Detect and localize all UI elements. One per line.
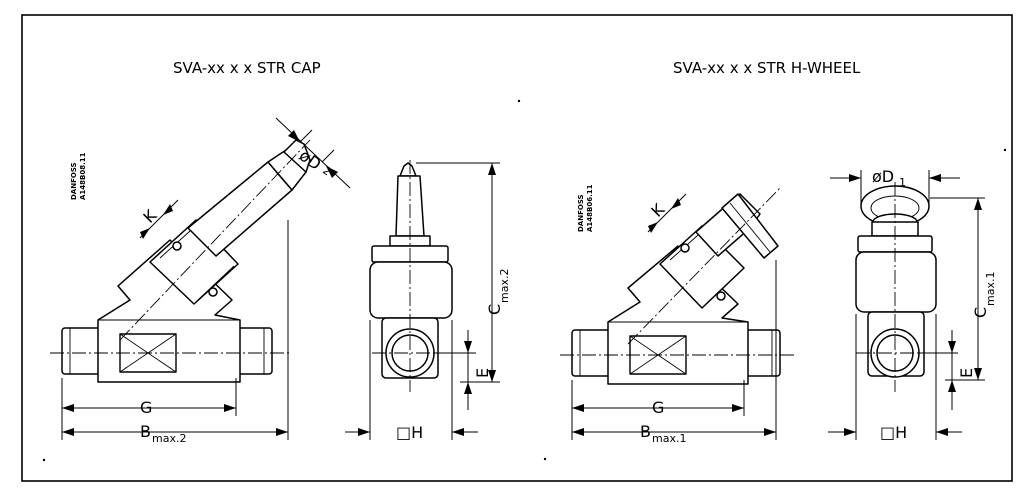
speck <box>42 458 46 462</box>
manufacturer-stamp: DANFOSS A148B08.11 <box>70 152 87 200</box>
valve-front-view <box>855 182 955 392</box>
svg-text:1: 1 <box>899 176 906 189</box>
svg-text:B: B <box>140 422 151 441</box>
svg-text:G: G <box>652 398 664 417</box>
svg-text:max.1: max.1 <box>652 432 686 445</box>
dimension-h: □H <box>828 314 962 442</box>
dimension-k: K <box>139 199 179 239</box>
svg-text:C: C <box>971 307 990 318</box>
view-title: SVA-xx x x STR CAP <box>173 59 321 77</box>
dimension-d1: øD 1 <box>830 167 960 206</box>
view-str-h-wheel: SVA-xx x x STR H-WHEEL DANFOSS A148B06.1… <box>560 59 997 445</box>
dimension-cmax1: C max.1 <box>930 197 997 381</box>
dimension-cmax2: C max.2 <box>416 162 511 383</box>
svg-text:C: C <box>485 304 504 315</box>
svg-text:A148B06.11: A148B06.11 <box>586 184 594 232</box>
svg-text:K: K <box>139 206 160 227</box>
svg-text:øD: øD <box>872 167 894 186</box>
view-str-cap: SVA-xx x x STR CAP DANFOSS A148B08.11 <box>50 59 511 445</box>
svg-text:□H: □H <box>396 423 423 442</box>
dimension-h: □H <box>345 320 478 442</box>
svg-text:max.2: max.2 <box>152 432 186 445</box>
valve-side-view <box>50 139 311 383</box>
drawing-frame <box>21 14 1013 482</box>
dimension-e: E <box>919 330 976 410</box>
svg-text:K: K <box>647 200 668 221</box>
dimension-g: G <box>61 378 237 440</box>
speck <box>543 457 547 461</box>
svg-text:□H: □H <box>880 423 907 442</box>
svg-text:B: B <box>640 422 651 441</box>
svg-text:DANFOSS: DANFOSS <box>577 194 585 232</box>
svg-text:max.2: max.2 <box>498 269 511 303</box>
dimension-bmax2: B max.2 <box>62 220 289 445</box>
manufacturer-stamp: DANFOSS A148B06.11 <box>577 184 594 232</box>
svg-text:E: E <box>957 368 976 378</box>
speck <box>517 99 521 103</box>
svg-text:max.1: max.1 <box>984 272 997 306</box>
svg-text:E: E <box>473 368 492 378</box>
speck <box>1003 148 1007 152</box>
dimension-k: K <box>647 193 687 233</box>
dimension-e: E <box>434 330 492 410</box>
svg-text:G: G <box>140 398 152 417</box>
view-title: SVA-xx x x STR H-WHEEL <box>673 59 861 77</box>
svg-text:A148B08.11: A148B08.11 <box>79 152 87 200</box>
dimension-bmax1: B max.1 <box>572 260 777 445</box>
valve-front-view <box>369 160 470 392</box>
valve-side-view <box>560 187 796 385</box>
svg-text:DANFOSS: DANFOSS <box>70 162 78 200</box>
dimension-g: G <box>571 380 745 440</box>
